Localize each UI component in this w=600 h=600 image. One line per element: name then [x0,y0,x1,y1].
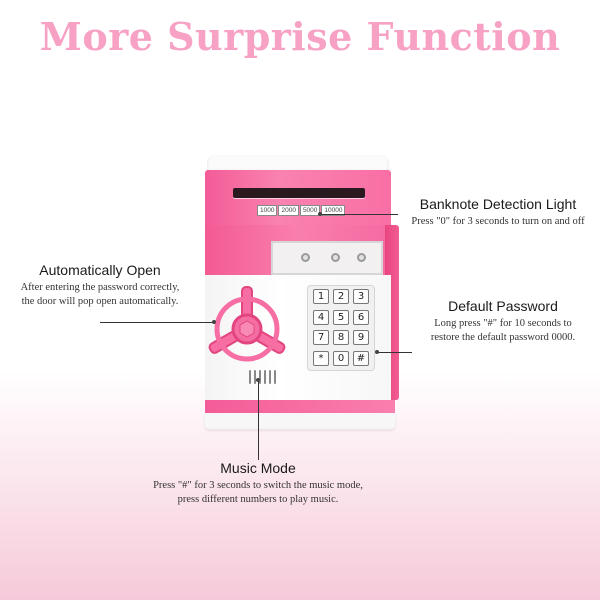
callout-description: After entering the password correctly, t… [0,281,200,309]
callout-description-line: restore the default password 0000. [430,332,576,343]
callout-heading: Music Mode [220,460,296,476]
callout-description-line: Press "#" for 3 seconds to switch the mu… [153,480,363,491]
keypad-key: * [313,350,329,366]
callout-banknote-detection: Banknote Detection Light Press "0" for 3… [398,196,598,229]
keypad-key: 6 [353,309,369,325]
keypad-key: 9 [353,330,369,345]
callout-heading: Banknote Detection Light [419,196,577,212]
leader-line-music [258,380,259,460]
keypad-key: # [353,350,369,366]
keypad-key: 5 [333,309,349,325]
leader-dot [256,378,260,382]
callout-default-password: Default Password Long press "#" for 10 s… [408,298,598,345]
door-handle [207,283,287,363]
banknote-label: 5000 [299,205,321,216]
callout-description: Long press "#" for 10 seconds to restore… [408,317,598,345]
callout-description: Press "0" for 3 seconds to turn on and o… [398,215,598,229]
keypad-key: 2 [333,289,349,304]
handle-spokes-icon [208,286,286,362]
leader-dot [375,350,379,354]
bank-bottom-stripe [205,400,395,414]
callout-description: Press "#" for 3 seconds to switch the mu… [120,479,396,507]
callout-music-mode: Music Mode Press "#" for 3 seconds to sw… [120,460,396,507]
bank-top-panel [205,170,391,228]
banknote-slot [233,188,365,198]
keypad-key: 1 [313,289,329,304]
banknote-label: 2000 [278,205,299,216]
keypad: 1 2 3 4 5 6 7 8 9 * 0 # [307,285,375,371]
coin-window [271,241,383,275]
leader-line-banknote [320,214,398,215]
callout-heading: Default Password [448,298,558,314]
bank-base [205,413,395,429]
keypad-key: 8 [333,330,349,345]
callout-description-line: the door will pop open automatically. [21,296,179,307]
callout-description-line: press different numbers to play music. [177,494,339,505]
banknote-label: 10000 [321,205,346,216]
keypad-key: 7 [313,330,329,345]
piggy-bank-illustration: 1000 2000 5000 10000 1 2 3 4 5 6 7 8 [205,155,399,430]
leader-dot [318,212,322,216]
keypad-key: 0 [333,350,349,366]
gear-icon [331,253,340,262]
leader-line-auto-open [100,322,215,323]
gear-icon [301,253,310,262]
callout-description-line: Press "0" for 3 seconds to turn on and o… [411,216,585,227]
bank-lid [207,155,389,173]
banknote-labels: 1000 2000 5000 10000 [257,205,346,216]
callout-automatically-open: Automatically Open After entering the pa… [0,262,200,309]
banknote-label: 1000 [257,205,278,216]
callout-description-line: After entering the password correctly, [20,282,180,293]
keypad-key: 4 [313,309,329,325]
callout-heading: Automatically Open [39,262,161,278]
callout-description-line: Long press "#" for 10 seconds to [434,318,572,329]
page-title: More Surprise Function [39,14,561,59]
leader-dot [212,320,216,324]
keypad-key: 3 [353,289,369,304]
gear-icon [357,253,366,262]
leader-line-password [378,352,412,353]
speaker-grille-icon [249,370,276,384]
